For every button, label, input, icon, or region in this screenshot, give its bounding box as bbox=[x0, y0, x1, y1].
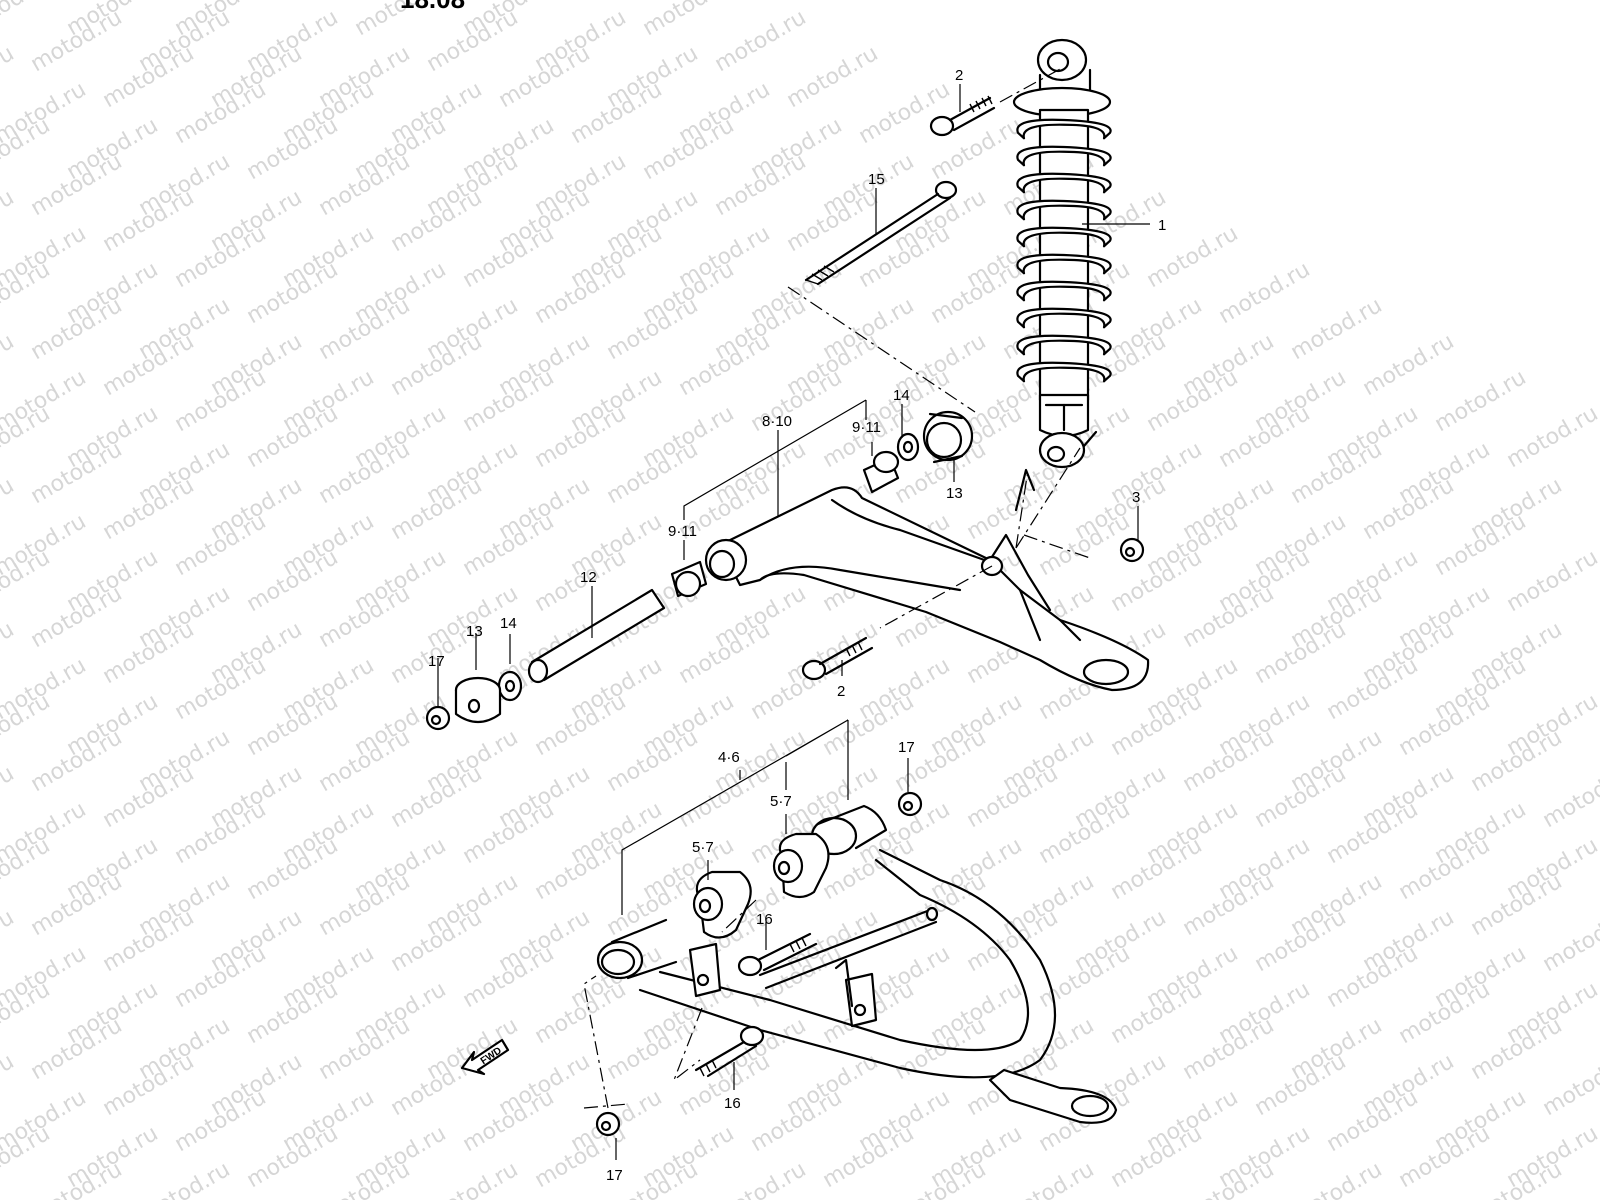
bolt-16-lower bbox=[694, 1025, 765, 1078]
bolt-2-mid bbox=[801, 636, 874, 681]
watermark-text: motod.ru bbox=[1503, 545, 1600, 617]
spring-coil bbox=[1016, 145, 1112, 167]
callout-17-bottom: 17 bbox=[606, 1167, 623, 1184]
nut-17-right bbox=[897, 791, 923, 817]
watermark-text: motod.ru bbox=[0, 41, 18, 113]
callout-14-left: 14 bbox=[500, 615, 517, 632]
bush-9-11-left bbox=[670, 560, 708, 598]
callout-13-left: 13 bbox=[466, 623, 483, 640]
coil-spring bbox=[1016, 118, 1112, 383]
watermark-text: motod.ru bbox=[0, 1049, 18, 1121]
spring-coil bbox=[1016, 280, 1112, 302]
watermark-text: motod.ru bbox=[567, 0, 667, 5]
watermark-text: motod.ru bbox=[0, 761, 18, 833]
shock-absorber bbox=[1012, 38, 1112, 469]
watermark-text: motod.ru bbox=[1215, 257, 1315, 329]
spring-coil bbox=[1016, 172, 1112, 194]
watermark-text: motod.ru bbox=[0, 185, 18, 257]
bolt-2-top bbox=[929, 95, 996, 137]
spring-coil bbox=[1016, 199, 1112, 221]
callout-16-upper: 16 bbox=[756, 911, 773, 928]
callout-14-upper: 14 bbox=[893, 387, 910, 404]
callout-5-7-lower: 5·7 bbox=[692, 839, 714, 856]
watermark-text: motod.ru bbox=[639, 0, 739, 41]
washer-14-left bbox=[497, 670, 523, 702]
callout-2-mid: 2 bbox=[837, 683, 845, 700]
spring-coil bbox=[1016, 118, 1112, 140]
watermark-text: motod.ru bbox=[0, 0, 54, 41]
callout-2-top: 2 bbox=[955, 67, 963, 84]
upper-arm bbox=[704, 486, 1150, 692]
watermark-text: motod.ru bbox=[135, 1157, 235, 1200]
watermark-text: motod.ru bbox=[1287, 293, 1387, 365]
bush-9-11-upper bbox=[862, 450, 900, 494]
callout-3: 3 bbox=[1132, 489, 1140, 506]
callout-15: 15 bbox=[868, 171, 885, 188]
callout-9-11-upper: 9·11 bbox=[852, 419, 881, 436]
watermark-text: motod.ru bbox=[0, 905, 18, 977]
watermark-text: motod.ru bbox=[423, 1157, 523, 1200]
shaft-12 bbox=[527, 588, 666, 684]
watermark-text: motod.ru bbox=[279, 0, 379, 5]
spring-coil bbox=[1016, 253, 1112, 275]
watermark-text: motod.ru bbox=[0, 329, 18, 401]
watermark-text: motod.ru bbox=[1431, 365, 1531, 437]
spring-coil bbox=[1016, 334, 1112, 356]
watermark-text: motod.ru bbox=[0, 617, 18, 689]
watermark-text: motod.ru bbox=[1539, 1049, 1600, 1121]
bushing-5-7-left bbox=[692, 870, 752, 939]
nut-17-left bbox=[425, 705, 451, 731]
callout-8-10: 8·10 bbox=[762, 413, 792, 430]
watermark-text: motod.ru bbox=[1539, 905, 1600, 977]
callout-leaders bbox=[437, 84, 1150, 1160]
collar-13-left bbox=[454, 676, 502, 724]
callout-9-11-left: 9·11 bbox=[668, 523, 697, 540]
watermark-text: motod.ru bbox=[711, 5, 811, 77]
watermark-text: motod.ru bbox=[711, 1157, 811, 1200]
callout-4-6: 4·6 bbox=[718, 749, 740, 766]
watermark-text: motod.ru bbox=[855, 77, 955, 149]
callout-1: 1 bbox=[1158, 217, 1166, 234]
bolt-16-upper bbox=[737, 932, 818, 977]
lower-arm bbox=[596, 804, 1118, 1124]
nut-3 bbox=[1119, 537, 1145, 563]
callout-17-right: 17 bbox=[898, 739, 915, 756]
callout-17-left: 17 bbox=[428, 653, 445, 670]
watermark-text: motod.ru bbox=[0, 473, 18, 545]
bolt-15 bbox=[804, 180, 958, 286]
collar-13-upper bbox=[922, 410, 974, 464]
page-title: 18.08 bbox=[400, 0, 465, 14]
watermark-text: motod.ru bbox=[999, 1157, 1099, 1200]
watermark-text: motod.ru bbox=[783, 41, 883, 113]
bushing-5-7-right bbox=[772, 832, 830, 899]
callout-5-7-upper: 5·7 bbox=[770, 793, 792, 810]
callout-16-lower: 16 bbox=[724, 1095, 741, 1112]
nut-17-bottom bbox=[595, 1111, 621, 1137]
watermark-text: motod.ru bbox=[1359, 329, 1459, 401]
watermark-text: motod.ru bbox=[1539, 761, 1600, 833]
watermark-text: motod.ru bbox=[1287, 1157, 1387, 1200]
spring-coil bbox=[1016, 226, 1112, 248]
spring-coil bbox=[1016, 307, 1112, 329]
watermark-text: motod.ru bbox=[1503, 401, 1600, 473]
callout-13-upper: 13 bbox=[946, 485, 963, 502]
washer-14-upper bbox=[896, 432, 920, 462]
spring-coil bbox=[1016, 361, 1112, 383]
callout-12: 12 bbox=[580, 569, 597, 586]
